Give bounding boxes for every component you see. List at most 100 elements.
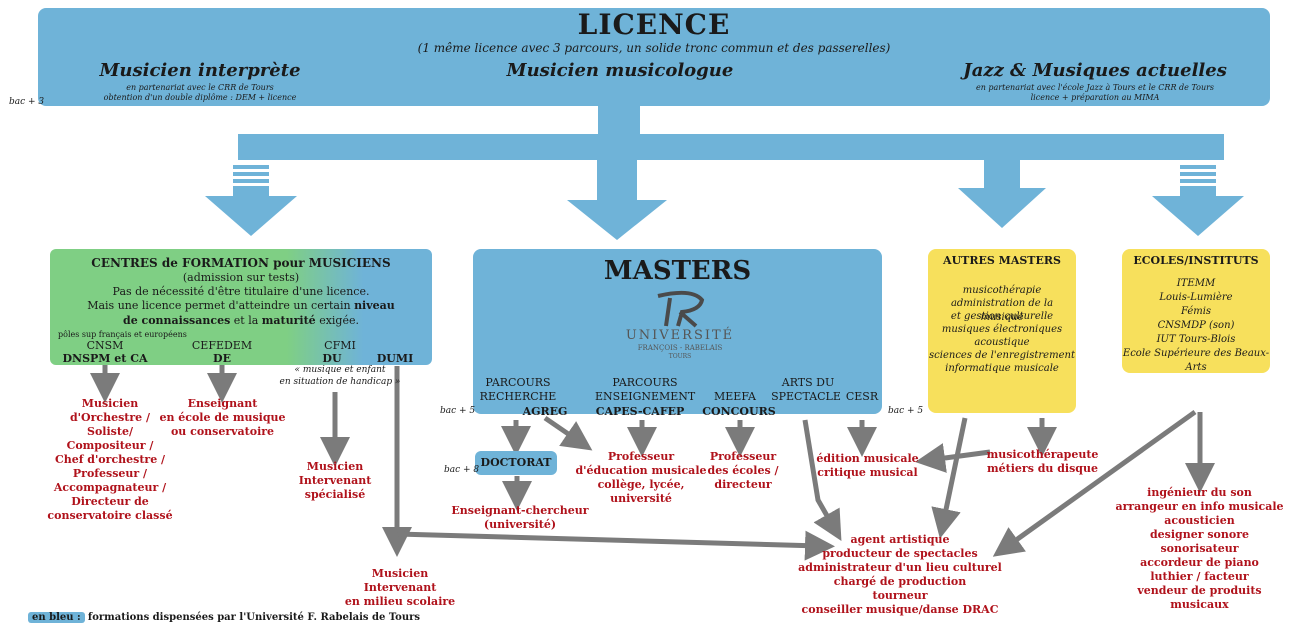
rabelais-logo: UNIVERSITÉ FRANÇOIS - RABELAIS TOURS — [626, 288, 732, 360]
level-bac8: bac + 8 — [444, 465, 480, 475]
outcome-cnsm-2: Soliste/ — [87, 425, 133, 438]
centres-line-1: (admission sur tests) — [182, 271, 300, 284]
licence-box — [38, 8, 1270, 106]
outcome-ecoles-0: ingénieur du son — [1147, 486, 1252, 499]
outcome-meefa: Professeur des écoles / directeur — [700, 450, 786, 492]
outcome-cefedem-2: ou conservatoire — [170, 425, 275, 438]
outcome-cesr-1: critique musical — [817, 466, 918, 479]
outcome-cfmi-1: Intervenant — [298, 474, 372, 487]
cfmi-note-2: en situation de handicap » — [279, 377, 401, 387]
arrow-autres-cesr — [915, 443, 991, 473]
masters-box — [473, 249, 882, 414]
logo-francois: FRANÇOIS - RABELAIS — [637, 344, 723, 352]
outcome-cfmi-2: spécialisé — [304, 488, 366, 501]
ecoles-item-2: Fémis — [1180, 306, 1212, 317]
arts-spectacle-2: SPECTACLE — [771, 390, 841, 403]
outcome-dumi-0: Musicien — [371, 567, 429, 580]
autres-item-6: informatique musicale — [945, 363, 1059, 374]
licence-title: LICENCE — [577, 8, 731, 41]
outcome-capes: Professeur d'éducation musicale collège,… — [566, 450, 716, 506]
doctorat-label: DOCTORAT — [480, 456, 552, 469]
outcome-agent: agent artistique producteur de spectacle… — [790, 533, 1010, 617]
jazz-note-2: licence + préparation au MIMA — [1030, 93, 1160, 102]
outcome-ecoles-6: luthier / facteur — [1150, 570, 1249, 583]
autres-box — [928, 249, 1076, 413]
label-meefa: MEEFA — [714, 390, 756, 403]
outcome-cfmi: Musicien Intervenant spécialisé — [290, 460, 380, 502]
outcome-cnsm-7: Directeur de — [71, 495, 149, 508]
arrow-agreg-prof — [543, 415, 593, 451]
outcome-cesr: édition musicale critique musical — [810, 452, 925, 480]
label-concours: CONCOURS — [702, 405, 776, 418]
centres-box — [50, 249, 432, 365]
parcours-musicologue: Musicien musicologue — [506, 60, 734, 81]
ecoles-item-1: Louis-Lumière — [1159, 292, 1233, 303]
interprete-note-2: obtention d'un double diplôme : DEM + li… — [103, 93, 297, 102]
label-agreg: AGREG — [522, 405, 568, 418]
outcome-cefedem: Enseignant en école de musique ou conser… — [155, 397, 290, 439]
level-bac5-right: bac + 5 — [888, 406, 924, 416]
arrow-autres-agent — [931, 417, 968, 539]
level-bac3: bac + 3 — [9, 97, 45, 107]
ecoles-item-4: IUT Tours-Blois — [1156, 334, 1236, 345]
arts-spectacle-1: ARTS DU — [781, 376, 835, 389]
legend-tag: en bleu : — [28, 612, 85, 623]
autres-item-5: sciences de l'enregistrement — [929, 350, 1075, 361]
autres-item-1: administration de la musique — [950, 298, 1054, 323]
legend-text: formations dispensées par l'Université F… — [87, 612, 420, 623]
outcome-cnsm-8: conservatoire classé — [47, 509, 173, 522]
label-dumi: DUMI — [376, 352, 414, 365]
outcome-meefa-2: directeur — [714, 478, 772, 491]
centres-poles: pôles sup français et européens — [58, 330, 187, 339]
trunk-vertical — [598, 106, 640, 134]
outcome-cfmi-0: Musicien — [306, 460, 364, 473]
outcome-cefedem-0: Enseignant — [187, 397, 258, 410]
ecoles-box — [1122, 249, 1270, 373]
outcome-agent-3: chargé de production — [833, 575, 967, 588]
ecoles-item-5: Ecole Supérieure des Beaux-Arts — [1122, 348, 1270, 373]
trunk-horizontal — [238, 134, 1224, 160]
outcome-capes-1: d'éducation musicale — [575, 464, 707, 477]
outcome-capes-2: collège, lycée, université — [597, 478, 685, 505]
centres-line-4: de connaissances et la maturité exigée. — [50, 314, 432, 328]
label-dnspm: DNSPM et CA — [62, 352, 148, 365]
parcours-interprete: Musicien interprète — [99, 60, 301, 81]
outcome-meefa-1: des écoles / — [707, 464, 779, 477]
logo-universite: UNIVERSITÉ — [625, 328, 735, 343]
outcome-cnsm-4: Chef d'orchestre / — [54, 453, 166, 466]
autres-item-4: acoustique — [974, 337, 1030, 348]
outcome-autres-1: métiers du disque — [987, 462, 1098, 475]
outcome-doctorat: Enseignant-chercheur (université) — [450, 504, 590, 532]
label-de: DE — [213, 352, 231, 365]
autres-item-2: et gestion culturelle — [950, 311, 1054, 322]
legend: en bleu : formations dispensées par l'Un… — [28, 612, 420, 623]
outcome-dumi-1: Intervenant — [363, 581, 437, 594]
licence-subtitle: (1 même licence avec 3 parcours, un soli… — [417, 41, 891, 55]
autres-item-3: musiques électroniques — [941, 324, 1063, 335]
outcome-cefedem-1: en école de musique — [159, 411, 286, 424]
arrow-to-centres — [205, 196, 297, 236]
outcome-autres-0: musicothérapeute — [986, 448, 1099, 461]
outcome-ecoles-2: acousticien — [1164, 514, 1235, 527]
centres-title: CENTRES de FORMATION pour MUSICIENS — [91, 256, 391, 270]
outcome-agent-2: administrateur d'un lieu culturel — [798, 561, 1002, 574]
arrow-ecoles-agent — [992, 409, 1197, 557]
outcome-cnsm-3: Compositeur / — [66, 439, 154, 452]
parcours-enseignement-2: ENSEIGNEMENT — [595, 390, 696, 403]
outcome-doctorat-0: Enseignant-chercheur — [451, 504, 589, 517]
outcome-capes-0: Professeur — [607, 450, 675, 463]
arrow-to-masters — [567, 200, 667, 240]
logo-r-icon — [657, 290, 705, 328]
centres-line-2: Pas de nécessité d'être titulaire d'une … — [112, 285, 370, 298]
centres-line-3-text: Mais une licence permet d'atteindre un c… — [87, 299, 351, 312]
outcome-doctorat-1: (université) — [483, 518, 557, 531]
outcome-ecoles-4: sonorisateur — [1160, 542, 1239, 555]
label-cefedem: CEFEDEM — [191, 339, 253, 352]
label-capes: CAPES-CAFEP — [595, 405, 685, 418]
arrow-to-ecoles — [1152, 196, 1244, 236]
arrow-dumi-agent — [396, 530, 835, 561]
outcome-cnsm: Musicien d'Orchestre / Soliste/ Composit… — [45, 397, 175, 523]
centres-niveau: niveau — [354, 299, 395, 312]
interprete-note-1: en partenariat avec le CRR de Tours — [126, 83, 274, 92]
